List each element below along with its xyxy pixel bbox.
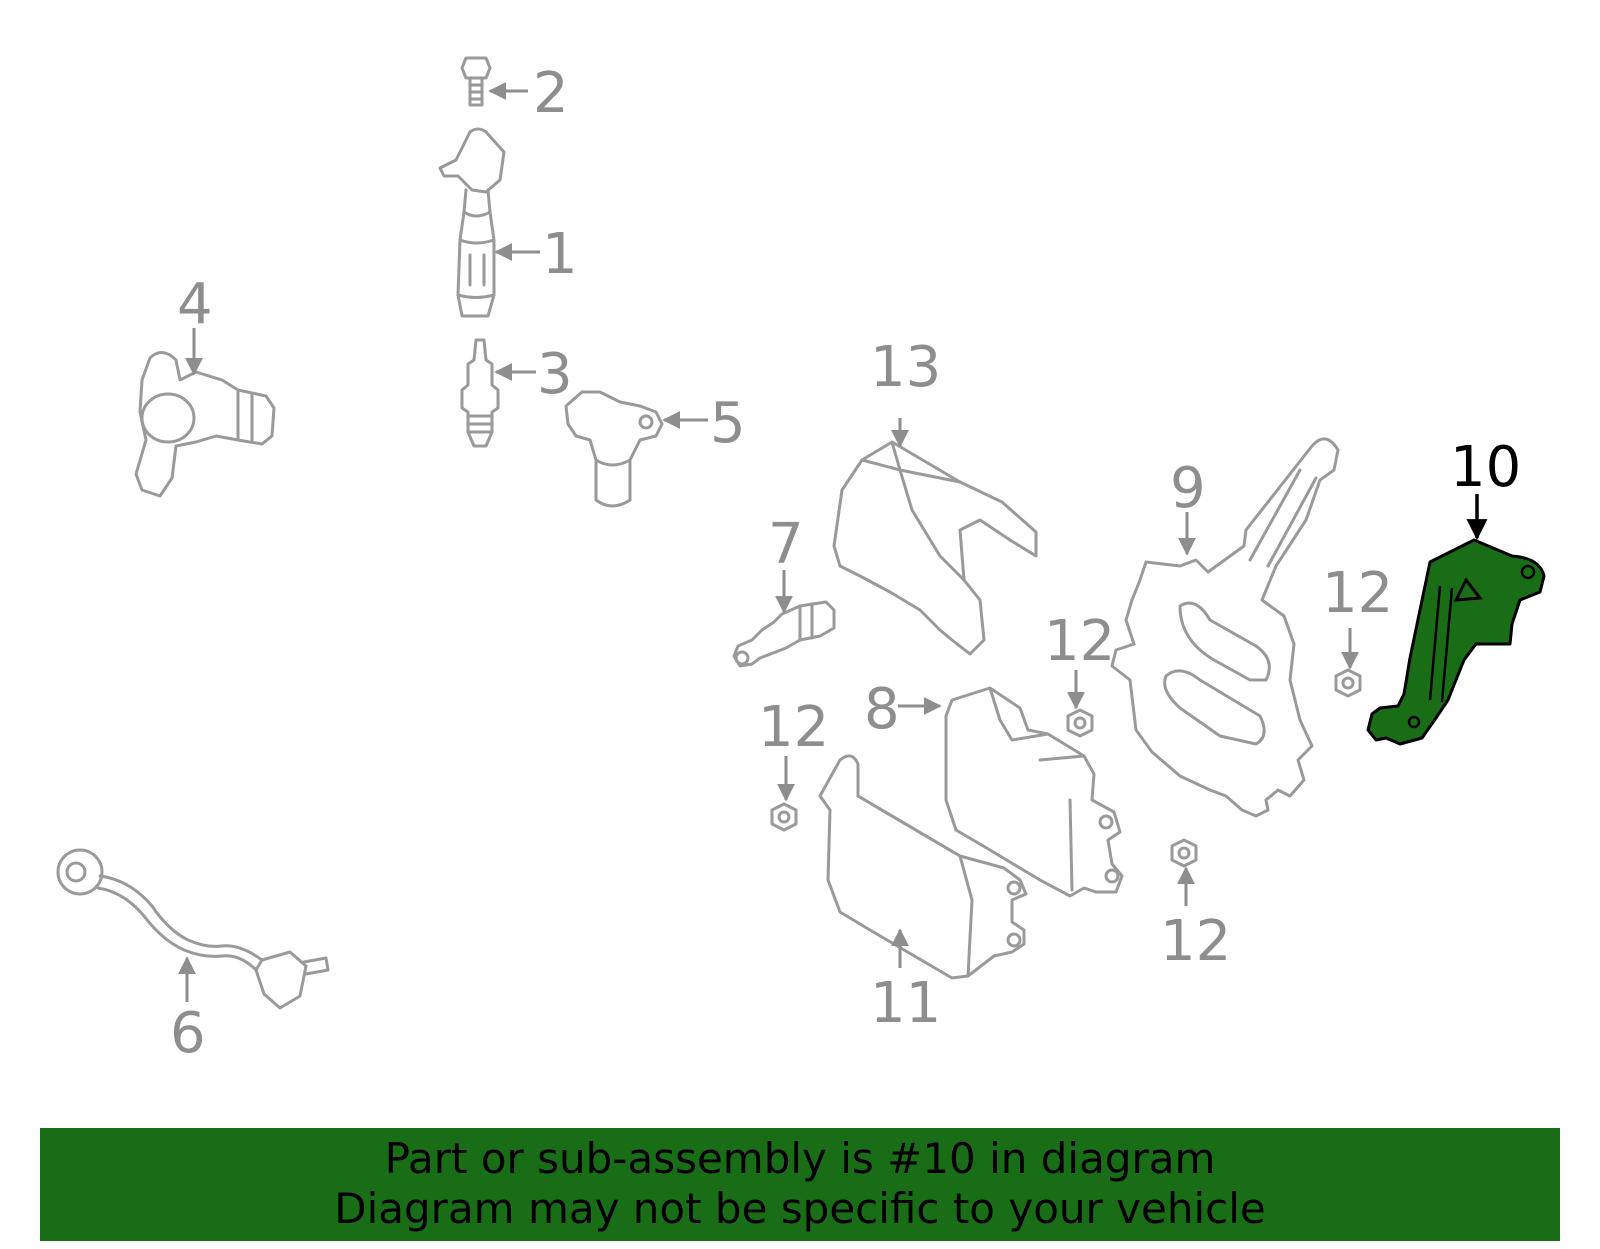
callout-4[interactable]: 4 bbox=[177, 272, 213, 337]
part-1-ignition-coil[interactable] bbox=[438, 127, 506, 318]
callout-2[interactable]: 2 bbox=[533, 61, 569, 126]
callout-6[interactable]: 6 bbox=[170, 1001, 206, 1066]
part-7-switch[interactable] bbox=[732, 600, 836, 668]
part-9-bracket[interactable] bbox=[1110, 437, 1340, 818]
part-4-sensor[interactable] bbox=[134, 351, 276, 498]
callout-10[interactable]: 10 bbox=[1450, 435, 1521, 500]
callout-12c[interactable]: 12 bbox=[1322, 561, 1393, 626]
callout-8[interactable]: 8 bbox=[864, 677, 900, 742]
part-6-knock-sensor[interactable] bbox=[56, 848, 330, 1010]
banner-line-2: Diagram may not be specific to your vehi… bbox=[334, 1184, 1266, 1233]
part-12-nut-d[interactable] bbox=[1170, 838, 1198, 868]
callout-11[interactable]: 11 bbox=[870, 971, 941, 1036]
part-13-cover[interactable] bbox=[832, 440, 1038, 656]
callout-1[interactable]: 1 bbox=[542, 222, 578, 287]
banner-line-1: Part or sub-assembly is #10 in diagram bbox=[384, 1134, 1216, 1183]
part-11-bracket[interactable] bbox=[818, 754, 1028, 980]
callout-12d[interactable]: 12 bbox=[1160, 909, 1231, 974]
part-3-spark-plug[interactable] bbox=[460, 338, 500, 448]
callout-12a[interactable]: 12 bbox=[758, 695, 829, 760]
part-5-sensor[interactable] bbox=[564, 390, 664, 508]
callout-7[interactable]: 7 bbox=[768, 512, 804, 577]
callout-3[interactable]: 3 bbox=[537, 342, 573, 407]
callout-5[interactable]: 5 bbox=[710, 391, 746, 456]
part-12-nut-c[interactable] bbox=[1334, 668, 1362, 698]
callout-13[interactable]: 13 bbox=[870, 335, 941, 400]
part-12-nut-a[interactable] bbox=[770, 802, 798, 832]
callout-9[interactable]: 9 bbox=[1170, 456, 1206, 521]
info-banner: Part or sub-assembly is #10 in diagram D… bbox=[40, 1128, 1560, 1241]
callout-12b[interactable]: 12 bbox=[1044, 609, 1115, 674]
part-10-bracket-highlighted[interactable] bbox=[1366, 538, 1546, 746]
part-8-ecu[interactable] bbox=[944, 686, 1124, 898]
part-2-bolt[interactable] bbox=[460, 56, 492, 107]
part-12-nut-b[interactable] bbox=[1066, 708, 1094, 738]
